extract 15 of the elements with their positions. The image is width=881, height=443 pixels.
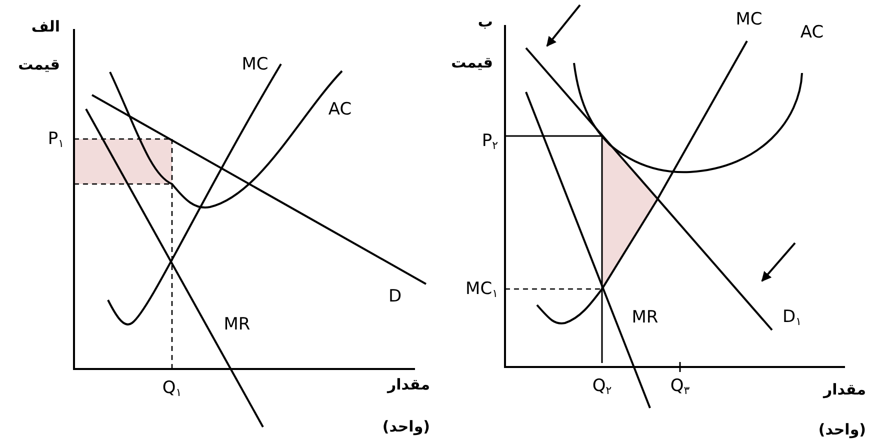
curve-label: AC: [328, 102, 352, 118]
axis-label: مقدار: [823, 382, 866, 398]
curve-label: D: [388, 288, 402, 306]
axis-label: قیمت: [451, 56, 493, 70]
axis-label: (واحد): [382, 420, 430, 434]
curve-label: MC: [736, 12, 762, 28]
panel-label: الف: [31, 20, 60, 34]
curve-label: MC: [242, 56, 268, 74]
axis-label: قیمت: [18, 58, 60, 72]
curve-label: MR: [632, 310, 658, 326]
axis-label: مقدار: [387, 378, 430, 392]
axis-label: (واحد): [818, 422, 866, 438]
curve-label: AC: [800, 24, 824, 42]
curve-label: MR: [224, 316, 250, 334]
panel-label: ب: [478, 14, 493, 30]
